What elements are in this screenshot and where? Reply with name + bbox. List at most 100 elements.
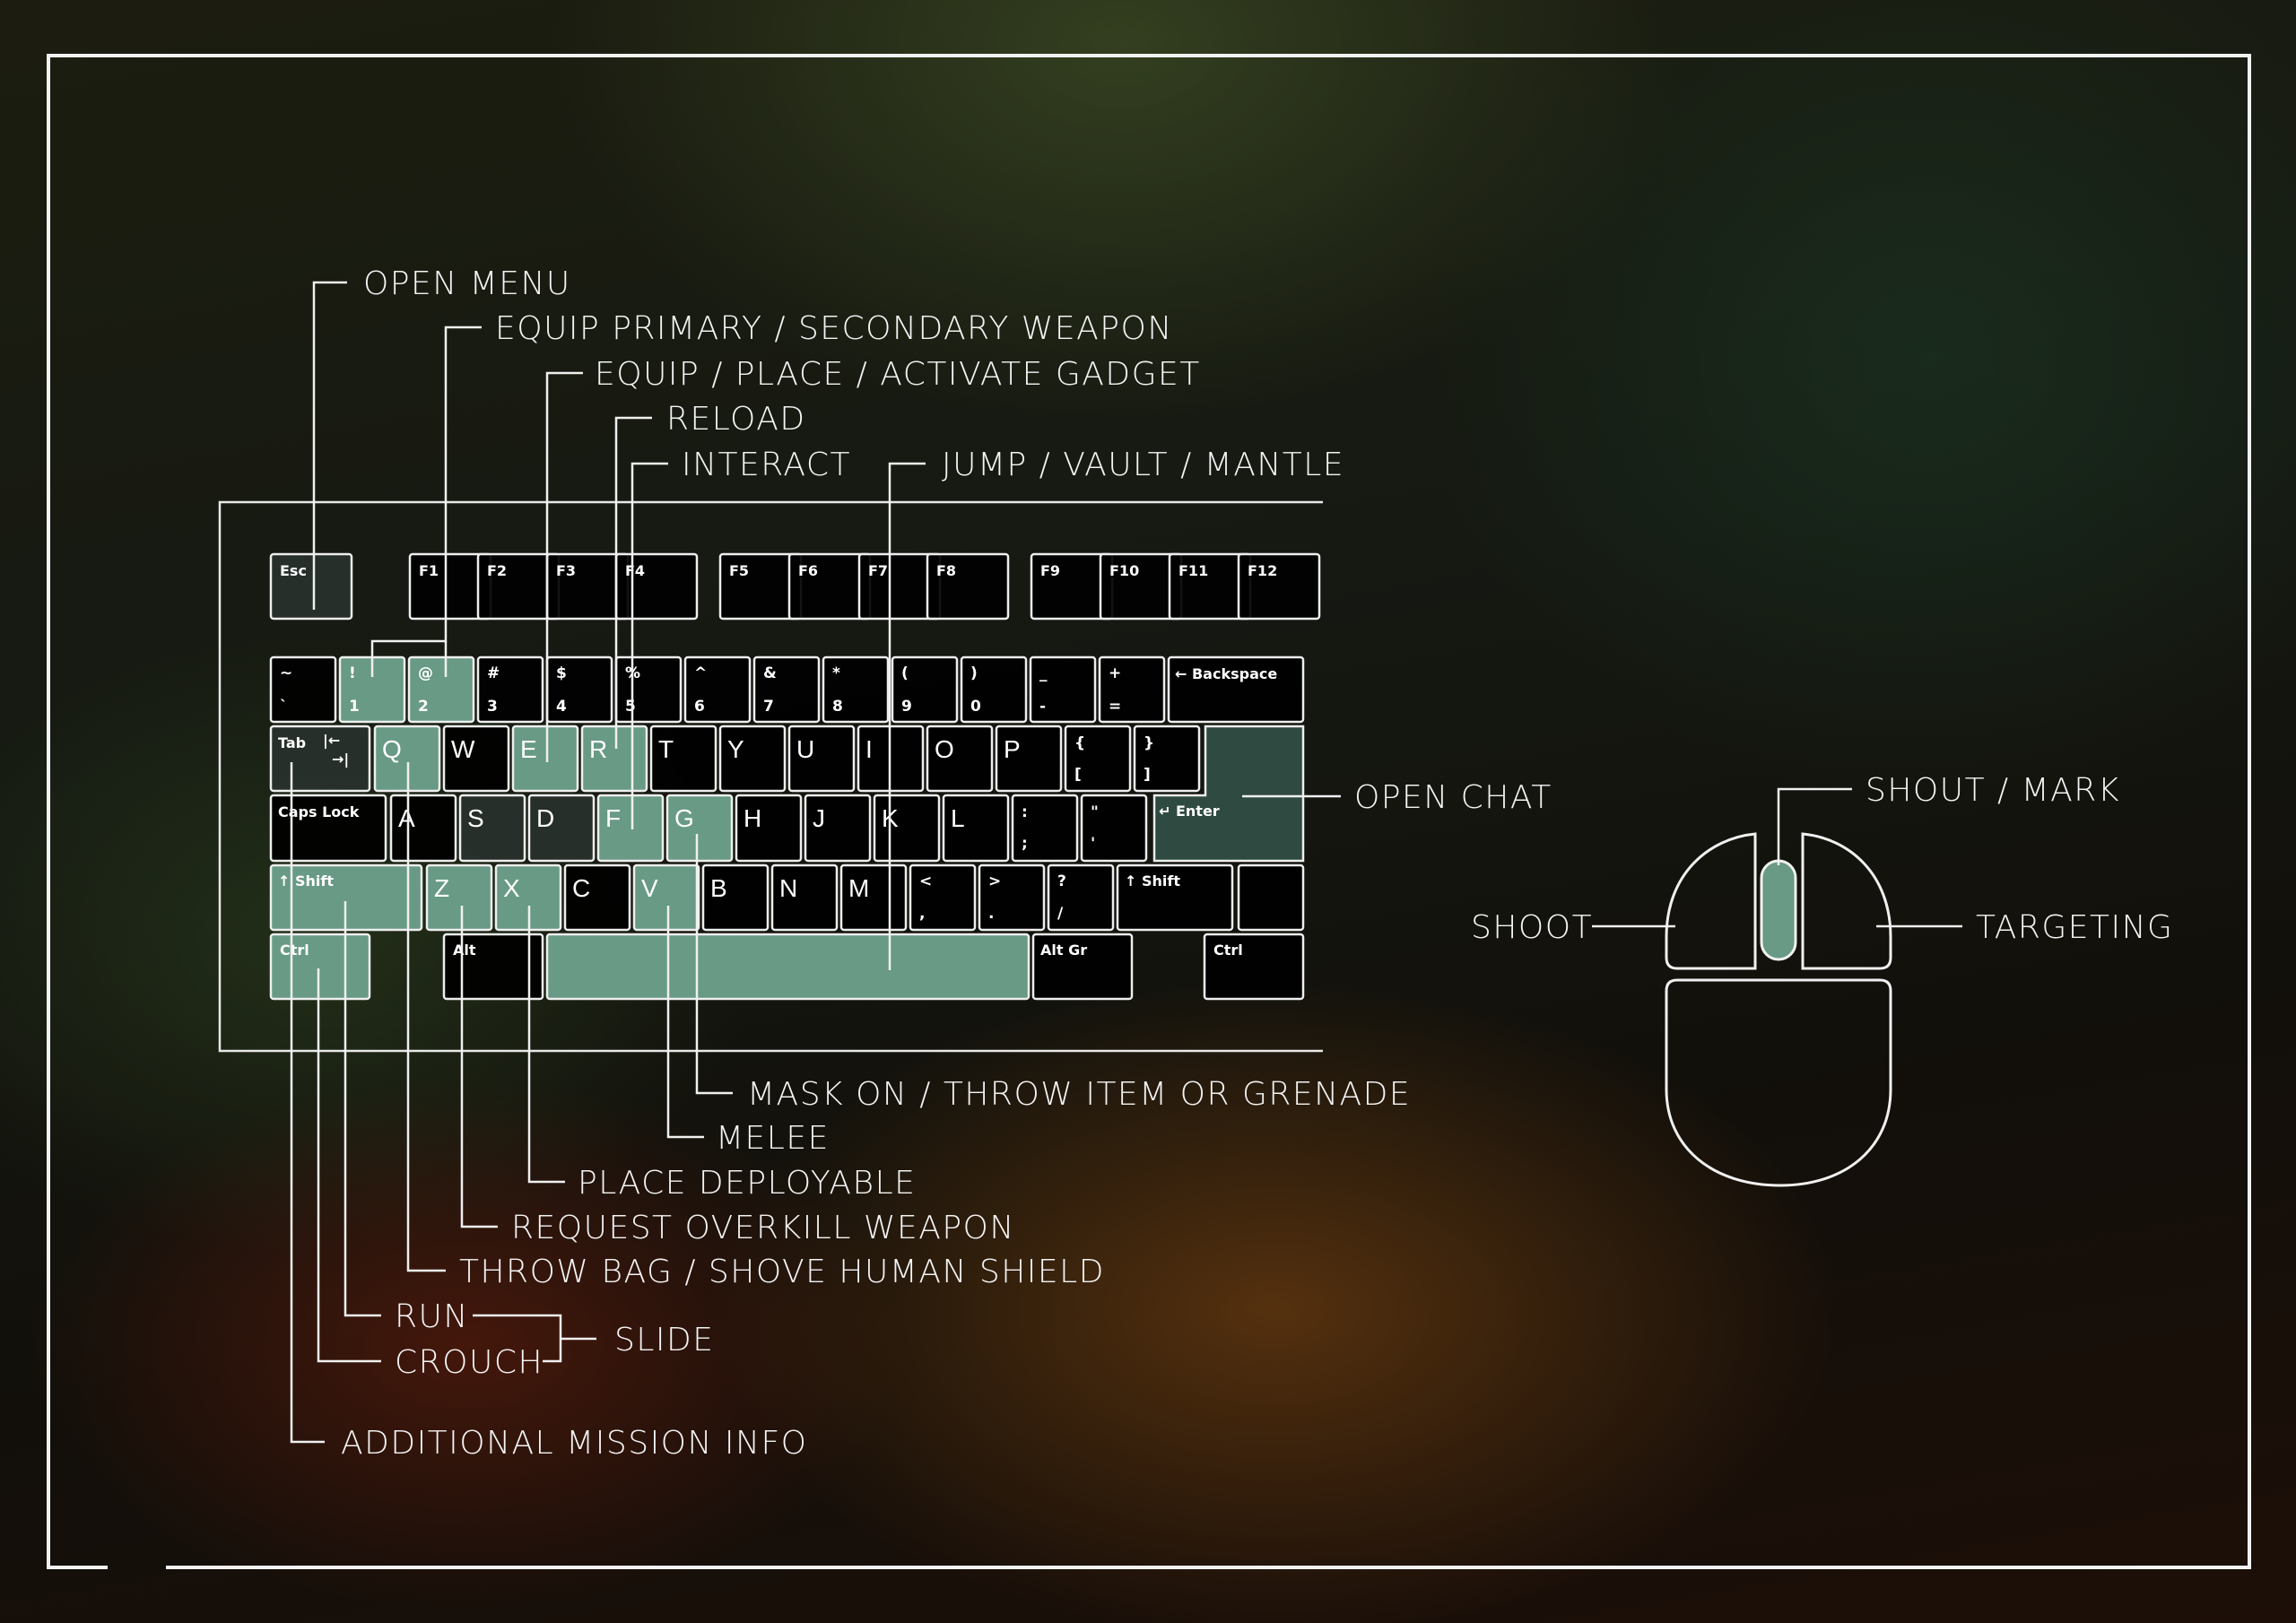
key-top: : — [1022, 803, 1028, 821]
leader-lines — [290, 281, 1341, 1444]
key-label: F1 — [419, 562, 439, 579]
key-label: F5 — [729, 562, 749, 579]
key-label: N — [779, 874, 797, 902]
key-label: W — [451, 735, 475, 763]
key-bottom: 2 — [418, 698, 429, 716]
key-f4: F4 — [614, 552, 699, 621]
label-mask-on: MASK ON / THROW ITEM OR GRENADE — [747, 1076, 1411, 1113]
key-label: L — [951, 804, 965, 832]
key-bottom: 6 — [694, 698, 705, 716]
key-top: " — [1091, 803, 1099, 821]
key-label: A — [398, 804, 415, 832]
key-top: # — [487, 664, 500, 682]
key-c: C — [563, 864, 631, 932]
key-bottom: ' — [1091, 835, 1095, 853]
label-place-deployable: PLACE DEPLOYABLE — [578, 1165, 916, 1202]
key-label: M — [848, 874, 869, 902]
key-bottom: . — [988, 905, 994, 923]
key-label: E — [520, 735, 537, 763]
label-slide: SLIDE — [614, 1322, 715, 1358]
key-8: *8 — [822, 655, 890, 724]
key-top: { — [1074, 734, 1085, 752]
key-5: %5 — [614, 655, 683, 724]
key-label: F7 — [868, 562, 888, 579]
key-y: Y — [718, 725, 787, 793]
key-0: )0 — [960, 655, 1028, 724]
key-top: + — [1109, 664, 1121, 682]
key-=: += — [1098, 655, 1166, 724]
label-open-chat: OPEN CHAT — [1354, 779, 1552, 816]
key-top: * — [832, 664, 840, 682]
key-f12: F12 — [1237, 552, 1321, 621]
key-f5: F5 — [718, 552, 803, 621]
key-bottom: 5 — [625, 698, 636, 716]
key-label: B — [710, 874, 727, 902]
space-key — [545, 933, 1031, 1001]
tab-key: Tab|←→| — [269, 725, 371, 793]
key-symbol: "' — [1080, 794, 1148, 863]
key-r: R — [580, 725, 648, 793]
key-label: V — [641, 874, 658, 902]
key-w: W — [442, 725, 510, 793]
key-b: B — [701, 864, 770, 932]
key-bottom: 0 — [970, 698, 981, 716]
key-top: ^ — [694, 664, 707, 682]
key-7: &7 — [752, 655, 821, 724]
key-bottom: / — [1057, 905, 1064, 923]
label-throw-bag: THROW BAG / SHOVE HUMAN SHIELD — [459, 1254, 1105, 1290]
right-ctrl-key: Ctrl — [1203, 933, 1305, 1001]
key-q: Q — [373, 725, 441, 793]
key-top: ? — [1057, 872, 1066, 890]
key-label: F — [605, 804, 621, 832]
key-label: F8 — [936, 562, 956, 579]
key-z: Z — [425, 864, 493, 932]
key-top: $ — [556, 664, 567, 682]
key-label: ← Backspace — [1175, 665, 1277, 682]
key-label: T — [658, 735, 674, 763]
labels: OPEN MENU EQUIP PRIMARY / SECONDARY WEAP… — [341, 265, 2172, 1462]
key-label: Esc — [280, 562, 307, 579]
key-label: F2 — [487, 562, 507, 579]
key-d: D — [527, 794, 596, 863]
alt-gr-key: Alt Gr — [1031, 933, 1134, 1001]
key-label: C — [572, 874, 590, 902]
key-label: ↑ Shift — [278, 872, 334, 890]
key-label: Tab — [278, 734, 306, 751]
key-top: < — [919, 872, 932, 890]
key-top: > — [988, 872, 1001, 890]
key-bottom: 8 — [832, 698, 843, 716]
key-g: G — [665, 794, 734, 863]
key-label: H — [744, 804, 761, 832]
key-f9: F9 — [1030, 552, 1114, 621]
key-symbol: <, — [909, 864, 977, 932]
key-label: Alt Gr — [1040, 942, 1087, 959]
label-open-menu: OPEN MENU — [363, 265, 571, 302]
label-crouch: CROUCH — [395, 1344, 544, 1381]
key-f11: F11 — [1168, 552, 1252, 621]
key-blank — [1237, 864, 1305, 932]
key-label: F4 — [625, 562, 645, 579]
outer-frame — [47, 54, 2251, 1569]
key-label: F6 — [798, 562, 818, 579]
key-label: F12 — [1248, 562, 1277, 579]
enter-key: ↵ Enter — [1152, 725, 1305, 863]
key-bracket: }] — [1133, 725, 1201, 793]
mouse — [1592, 787, 1962, 1187]
label-reload: RELOAD — [666, 401, 806, 438]
key-label: D — [536, 804, 554, 832]
key-label: Caps Lock — [278, 803, 360, 820]
key-bottom: 9 — [901, 698, 912, 716]
label-jump: JUMP / VAULT / MANTLE — [942, 447, 1344, 483]
key-label: P — [1004, 735, 1021, 763]
key-9: (9 — [891, 655, 959, 724]
caps-lock-key: Caps Lock — [269, 794, 387, 863]
key-label: J — [813, 804, 825, 832]
key-v: V — [632, 864, 700, 932]
key-l: L — [942, 794, 1010, 863]
left-ctrl-key: Ctrl — [269, 933, 371, 1001]
key--: _- — [1029, 655, 1097, 724]
keyboard-outline — [218, 500, 1323, 1053]
key-top: _ — [1039, 664, 1048, 682]
tab-arrow-icon: →| — [332, 751, 349, 768]
